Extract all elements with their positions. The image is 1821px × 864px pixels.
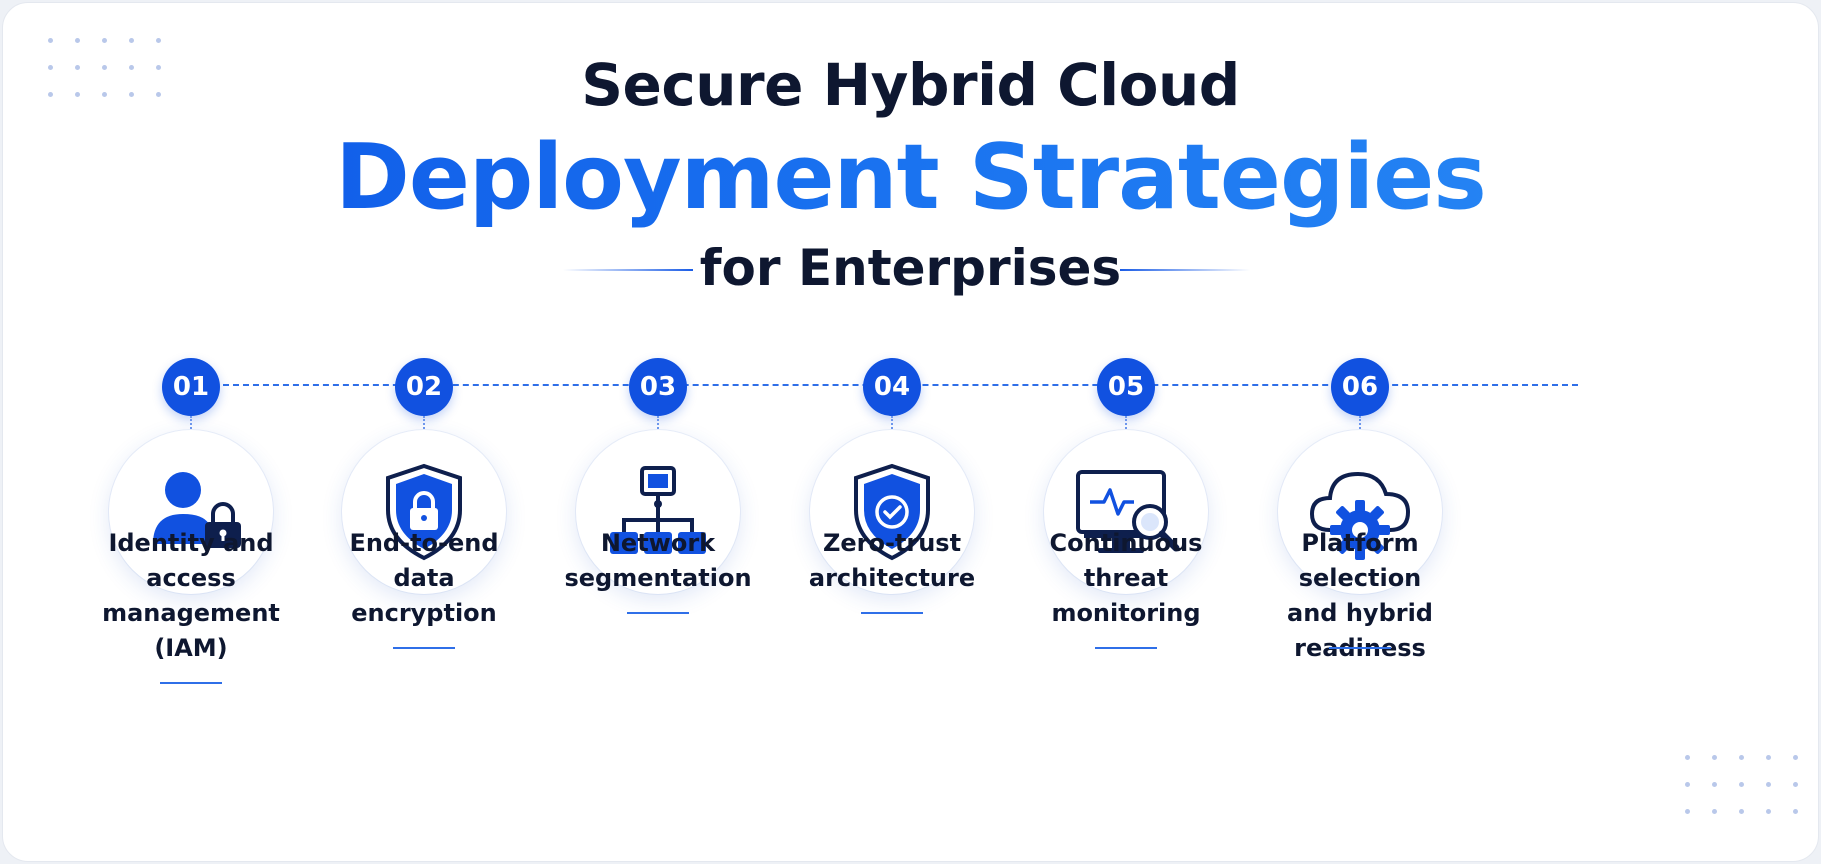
step-3-label-line: segmentation <box>564 564 752 592</box>
step-1-connector <box>190 416 192 432</box>
step-3-underline <box>627 612 689 614</box>
step-2-label-line: encryption <box>351 599 497 627</box>
step-2-label-line: data <box>393 564 455 592</box>
step-4-icon-circle <box>810 430 974 594</box>
step-2-connector <box>423 416 425 432</box>
step-6-number-badge: 06 <box>1331 358 1389 416</box>
step-6-label-line: and hybrid <box>1287 599 1433 627</box>
step-4-number-badge: 04 <box>863 358 921 416</box>
step-6-underline <box>1329 647 1391 649</box>
step-1-icon-circle <box>109 430 273 594</box>
step-3-label-line: Network <box>600 529 716 557</box>
step-4-label-line: architecture <box>808 564 976 592</box>
step-3-label: Network segmentation <box>538 526 778 596</box>
step-1-label-line: (IAM) <box>154 634 228 662</box>
step-1-label-line: access <box>146 564 236 592</box>
step-5-label-line: threat <box>1083 564 1169 592</box>
step-1-label: Identity and access management (IAM) <box>71 526 311 666</box>
step-1-number-badge: 01 <box>162 358 220 416</box>
decorative-dots-bottom-right <box>1685 755 1798 814</box>
step-5-icon-circle <box>1044 430 1208 594</box>
step-6-label-line: Platform selection <box>1298 529 1422 592</box>
step-3-number-badge: 03 <box>629 358 687 416</box>
subtitle-row: for Enterprises <box>3 239 1818 299</box>
subtitle-rule-right <box>1120 269 1250 271</box>
step-4-label: Zero-trust architecture <box>772 526 1012 596</box>
step-5-label-line: Continuous <box>1049 529 1203 557</box>
subtitle-rule-left <box>563 269 693 271</box>
step-6-icon-circle <box>1278 430 1442 594</box>
step-2-underline <box>393 647 455 649</box>
step-2-number-badge: 02 <box>395 358 453 416</box>
step-5-underline <box>1095 647 1157 649</box>
subtitle: for Enterprises <box>699 239 1122 297</box>
title-line-1: Secure Hybrid Cloud <box>581 51 1240 119</box>
decorative-dots-top-left <box>48 38 161 97</box>
step-2-icon-circle <box>342 430 506 594</box>
step-1-label-line: Identity and <box>108 529 274 557</box>
step-3-connector <box>657 416 659 432</box>
step-4-label-line: Zero-trust <box>822 529 962 557</box>
step-1-underline <box>160 682 222 684</box>
step-5-number-badge: 05 <box>1097 358 1155 416</box>
step-2-label: End-to-end data encryption <box>304 526 544 631</box>
step-3-icon-circle <box>576 430 740 594</box>
step-4-underline <box>861 612 923 614</box>
title-line-2: Deployment Strategies <box>3 125 1818 230</box>
step-5-connector <box>1125 416 1127 432</box>
step-1-label-line: management <box>102 599 280 627</box>
step-2-label-line: End-to-end <box>349 529 499 557</box>
step-5-label-line: monitoring <box>1051 599 1201 627</box>
step-6-connector <box>1359 416 1361 432</box>
step-4-connector <box>891 416 893 432</box>
step-5-label: Continuous threat monitoring <box>1006 526 1246 631</box>
